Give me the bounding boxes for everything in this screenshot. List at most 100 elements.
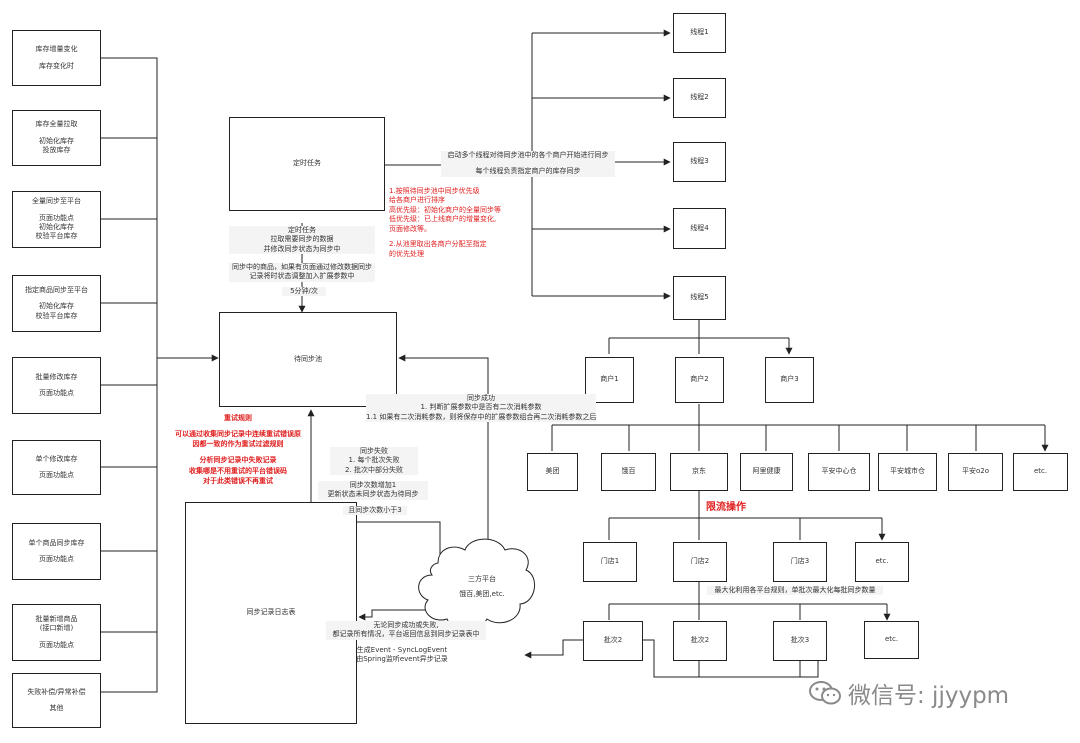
- label-line: 更新状态未同步状态为待同步: [327, 490, 419, 499]
- log-note-label: 无论同步成功或失败, 都记录所有情况，平台返回信息到同步记录表中: [326, 621, 486, 640]
- box-line: 其他: [49, 704, 64, 712]
- box-line: 单个修改库存: [35, 454, 78, 463]
- source-failure-compensation: 失败补偿/异常补偿 其他: [12, 673, 101, 728]
- source-specified-product-sync: 指定商品同步至平台 初始化库存 校验平台库存: [12, 275, 101, 332]
- note-line: 低优先级：已上线商户的增量变化,: [389, 215, 497, 224]
- platform-pingan-city-box: 平安城市仓: [878, 453, 937, 491]
- watermark-text: 微信号: jjyypm: [848, 683, 1010, 709]
- label-line: 无论同步成功或失败,: [373, 621, 439, 629]
- note-line: 可以通过收集同步记录中连续重试错误原: [175, 430, 301, 439]
- platform-ebai-box: 饿百: [601, 453, 656, 491]
- platform-label: 平安中心仓: [821, 467, 857, 476]
- store-2-box: 门店2: [673, 542, 727, 582]
- scheduled-task-label: 定时任务: [293, 159, 321, 168]
- platform-jd-box: 京东: [670, 453, 728, 491]
- wait-sync-pool-box: 待同步池: [219, 312, 397, 407]
- store-rule-label: 最大化利用各平台规则，单批次最大化每批同步数量: [707, 586, 883, 596]
- platform-pingan-o2o-box: 平安o2o: [948, 453, 1003, 491]
- source-full-sync-to-platform: 全量同步至平台 页面功能点 初始化库存 校验平台库存: [12, 191, 101, 248]
- box-line: 批量修改库存: [35, 372, 78, 381]
- thread-label: 线程4: [690, 223, 709, 232]
- thread-1-box: 线程1: [673, 13, 726, 53]
- box-line: 校验平台库存: [35, 232, 78, 241]
- batch-etc-box: etc.: [864, 621, 919, 659]
- source-single-modify-stock: 单个修改库存 页面功能点: [12, 440, 101, 495]
- source-single-product-sync: 单个商品同步库存 页面功能点: [12, 523, 101, 580]
- box-line: 页面功能点: [39, 213, 74, 222]
- box-line: 库存变化时: [39, 61, 74, 70]
- sync-fail-label: 同步失败 1. 每个批次失败 2. 批次中部分失败: [330, 447, 418, 476]
- batch-box: 批次2: [583, 621, 643, 661]
- thread-label: 线程1: [690, 28, 709, 37]
- platform-etc-box: etc.: [1013, 453, 1068, 491]
- thread-label: 线程2: [690, 93, 709, 102]
- label-line: 都记录所有情况，平台返回信息到同步记录表中: [332, 630, 480, 639]
- label-line: 1.1 如果有二次消耗参数，则将保存中的扩展参数组合再二次消耗参数之后: [366, 412, 597, 421]
- platform-pingan-center-box: 平安中心仓: [808, 453, 870, 491]
- wechat-watermark: 微信号: jjyypm: [808, 676, 1009, 710]
- box-line: 初始化库存: [39, 302, 74, 311]
- platform-label: 京东: [692, 467, 706, 476]
- retry-rule-note: 重试规则 可以通过收集同步记录中连续重试错误原 因都一致的作为重试过滤规则 分析…: [160, 413, 316, 486]
- platform-alihealth-box: 阿里健康: [740, 453, 793, 491]
- fail-count-label: 同步次数增加1 更新状态未同步状态为待同步: [318, 481, 428, 500]
- box-line: 库存全量拉取: [35, 120, 78, 129]
- label-line: 1. 判断扩展参数中是否有二次消耗参数: [420, 403, 542, 412]
- note-line: 给各商户进行排序: [389, 196, 445, 205]
- source-incremental-stock-change: 库存增量变化 库存变化时: [12, 30, 101, 86]
- merchant-2-box: 商户2: [675, 357, 724, 403]
- store-label: 门店3: [790, 557, 810, 566]
- label-line: 5分钟/次: [290, 287, 318, 295]
- batch-label: 批次2: [603, 636, 623, 645]
- note-line: 页面修改等。: [389, 224, 431, 233]
- label-line: 最大化利用各平台规则，单批次最大化每批同步数量: [714, 586, 876, 594]
- thread-note-label: 启动多个线程对待同步池中的各个商户开始进行同步 每个线程负责指定商户的库存同步: [441, 151, 615, 177]
- box-line: (接口新增): [39, 624, 74, 633]
- thread-2-box: 线程2: [673, 78, 726, 118]
- label-line: 由Spring监听event异步记录: [356, 655, 448, 664]
- label-line: 且同步次数小于3: [348, 506, 402, 514]
- box-line: 页面功能点: [39, 471, 74, 479]
- batch-label: 批次2: [690, 636, 710, 645]
- batch-label: 批次3: [790, 636, 810, 645]
- scheduler-label: 定时任务 拉取需要同步的数据 并修改同步状态为同步中: [229, 226, 375, 255]
- note-line: 重试规则: [224, 414, 252, 422]
- scheduled-task-box: 定时任务: [229, 117, 385, 211]
- platform-label: 阿里健康: [752, 467, 781, 476]
- box-line: 批量新增商品: [35, 614, 78, 623]
- source-batch-add-product: 批量新增商品 (接口新增) 页面功能点: [12, 604, 101, 661]
- merchant-label: 商户3: [780, 375, 799, 384]
- box-line: 指定商品同步至平台: [25, 285, 88, 294]
- label-line: 同步失败: [360, 447, 388, 455]
- box-line: 页面功能点: [39, 555, 74, 563]
- box-line: 页面功能点: [39, 640, 74, 649]
- sync-log-table-label: 同步记录日志表: [246, 608, 296, 617]
- thread-5-box: 线程5: [673, 276, 726, 320]
- label-line: 拉取需要同步的数据: [270, 235, 334, 244]
- cloud-subtitle: 饿百,美团,etc.: [459, 590, 505, 599]
- thread-4-box: 线程4: [673, 208, 726, 249]
- thread-label: 线程3: [690, 157, 709, 166]
- label-line: 并修改同步状态为同步中: [263, 244, 341, 253]
- label-line: 每个线程负责指定商户的库存同步: [475, 167, 581, 176]
- box-line: 全量同步至平台: [32, 197, 81, 206]
- label-line: 启动多个线程对待同步池中的各个商户开始进行同步: [447, 151, 609, 159]
- third-party-platform-cloud: 三方平台 饿百,美团,etc.: [452, 575, 512, 600]
- batch-box: 批次2: [673, 621, 727, 661]
- label-line: 1. 每个批次失败: [348, 456, 400, 465]
- source-full-stock-pull: 库存全量拉取 初始化库存 投放库存: [12, 110, 101, 166]
- note-line: 对于此类错误不再重试: [203, 476, 273, 485]
- event-label: 生成Event - SyncLogEvent 由Spring监听event异步记…: [347, 646, 457, 665]
- source-batch-modify-stock: 批量修改库存 页面功能点: [12, 357, 101, 414]
- box-line: 投放库存: [42, 146, 71, 155]
- thread-label: 线程5: [690, 293, 709, 302]
- platform-label: 平安o2o: [961, 467, 990, 476]
- wait-sync-pool-label: 待同步池: [294, 354, 322, 363]
- interval-label: 5分钟/次: [282, 287, 326, 297]
- box-line: 页面功能点: [39, 389, 74, 397]
- sync-success-label: 同步成功 1. 判断扩展参数中是否有二次消耗参数 1.1 如果有二次消耗参数，则…: [366, 394, 597, 423]
- label-line: 同步成功: [467, 394, 495, 402]
- label-line: 2. 批次中部分失败: [345, 465, 403, 474]
- note-line: 1.按照待同步池中同步优先级: [389, 187, 480, 195]
